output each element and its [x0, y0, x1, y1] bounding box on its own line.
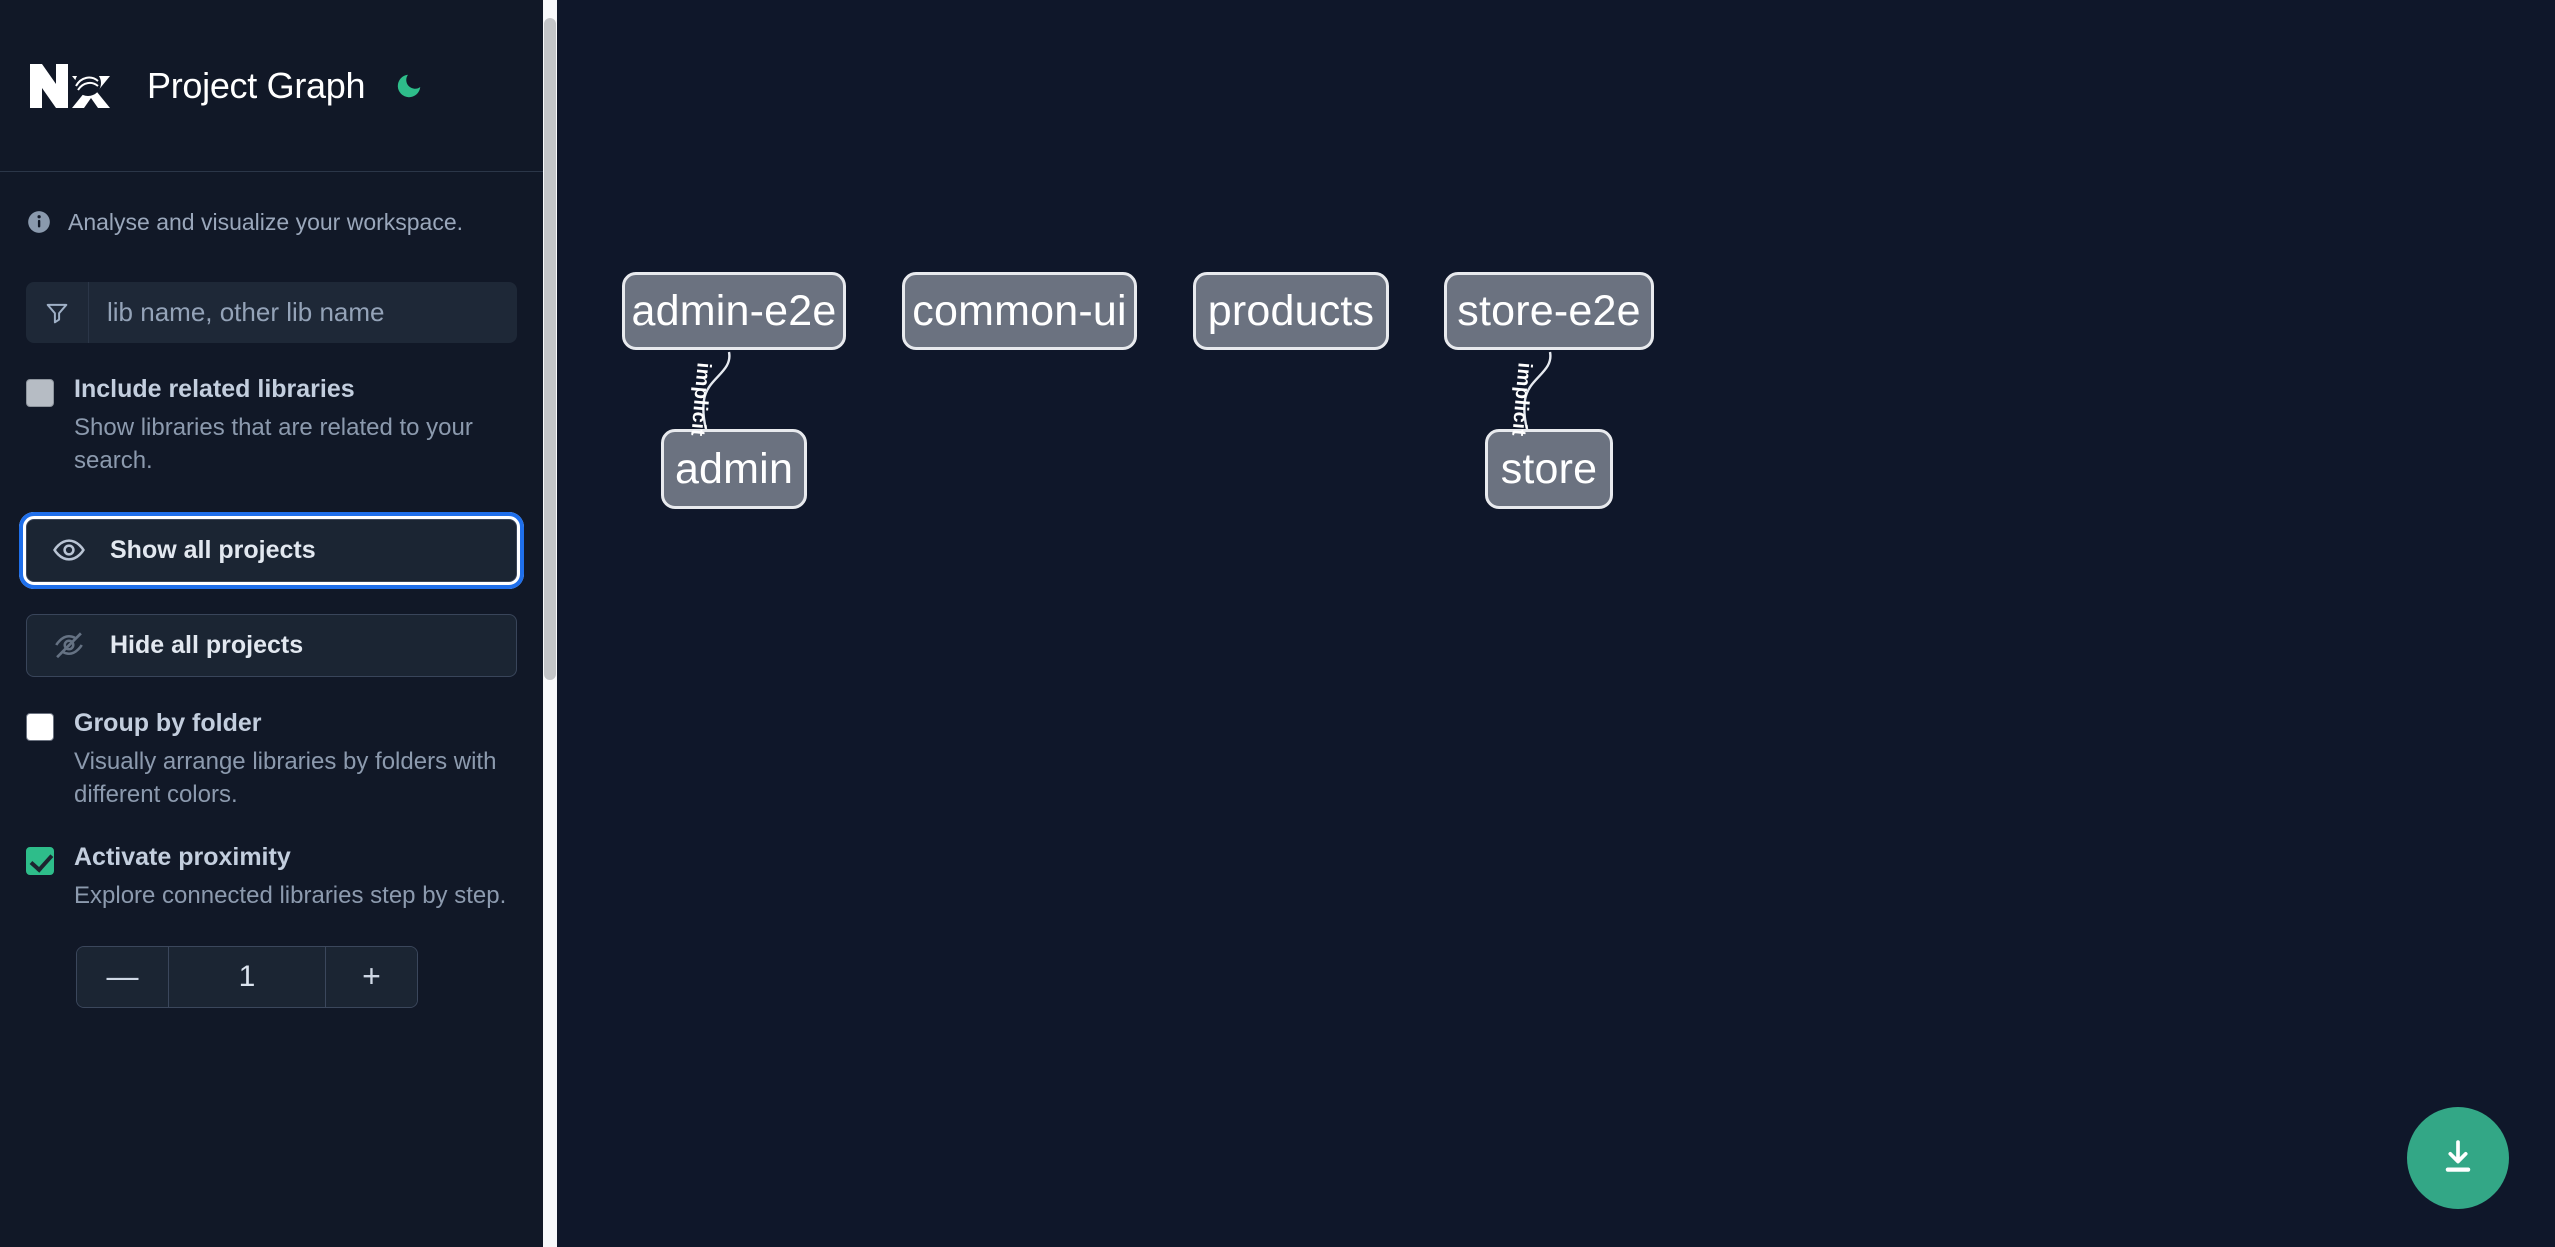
activate-proximity-label: Activate proximity	[74, 842, 291, 871]
sidebar-scrollbar-thumb[interactable]	[544, 18, 556, 680]
page-title: Project Graph	[147, 64, 366, 106]
show-all-projects-button[interactable]: Show all projects	[19, 511, 524, 589]
graph-node-label: admin	[674, 444, 794, 493]
eye-off-icon	[52, 628, 86, 662]
graph-edges	[701, 351, 1552, 456]
moon-icon[interactable]	[391, 68, 427, 104]
include-related-libraries-checkbox[interactable]	[26, 379, 54, 407]
graph-node-products[interactable]: products	[1193, 272, 1389, 350]
graph-node-label: common-ui	[912, 286, 1127, 335]
hide-all-projects-button[interactable]: Hide all projects	[26, 613, 517, 677]
download-graph-button[interactable]	[2407, 1107, 2509, 1209]
graph-node-label: admin-e2e	[631, 286, 837, 335]
option-activate-proximity[interactable]: Activate proximity Explore connected lib…	[26, 841, 517, 912]
group-by-folder-description: Visually arrange libraries by folders wi…	[74, 747, 497, 808]
sidebar-header: Project Graph	[0, 0, 543, 172]
graph-node-label: products	[1207, 286, 1375, 335]
proximity-stepper[interactable]: — 1 +	[76, 945, 418, 1008]
graph-node-store-e2e[interactable]: store-e2e	[1444, 272, 1654, 350]
nx-logo	[26, 60, 114, 112]
graph-node-common-ui[interactable]: common-ui	[902, 272, 1137, 350]
sidebar: Project Graph Analyse and visualize your…	[0, 0, 557, 1247]
download-icon	[2437, 1136, 2479, 1181]
graph-node-admin-e2e[interactable]: admin-e2e	[622, 272, 846, 350]
sidebar-scrollbar[interactable]	[543, 0, 557, 1247]
activate-proximity-checkbox[interactable]	[26, 846, 54, 875]
search-box[interactable]	[26, 282, 517, 343]
group-by-folder-checkbox[interactable]	[26, 712, 54, 741]
show-all-projects-label: Show all projects	[110, 535, 316, 564]
workspace-description: Analyse and visualize your workspace.	[0, 172, 543, 272]
eye-icon	[52, 533, 86, 567]
filter-funnel-icon	[26, 282, 89, 343]
option-group-by-folder[interactable]: Group by folder Visually arrange librari…	[26, 707, 517, 811]
include-related-libraries-description: Show libraries that are related to your …	[74, 413, 473, 474]
workspace-description-text: Analyse and visualize your workspace.	[68, 208, 464, 235]
graph-node-label: store-e2e	[1457, 286, 1641, 335]
graph-node-label: store	[1500, 444, 1598, 493]
proximity-increment-button[interactable]: +	[325, 946, 417, 1007]
hide-all-projects-label: Hide all projects	[110, 630, 304, 659]
option-include-related-libraries[interactable]: Include related libraries Show libraries…	[26, 373, 517, 477]
activate-proximity-description: Explore connected libraries step by step…	[74, 881, 507, 909]
graph-canvas[interactable]: admin-e2e common-ui products store-e2e a…	[557, 0, 2555, 1247]
group-by-folder-label: Group by folder	[74, 708, 262, 737]
graph-node-store[interactable]: store	[1485, 429, 1613, 509]
info-icon	[26, 209, 52, 235]
proximity-decrement-button[interactable]: —	[77, 946, 169, 1007]
graph-node-admin[interactable]: admin	[661, 429, 807, 509]
search-input[interactable]	[89, 282, 517, 343]
proximity-value: 1	[238, 959, 256, 993]
include-related-libraries-label: Include related libraries	[74, 375, 355, 403]
